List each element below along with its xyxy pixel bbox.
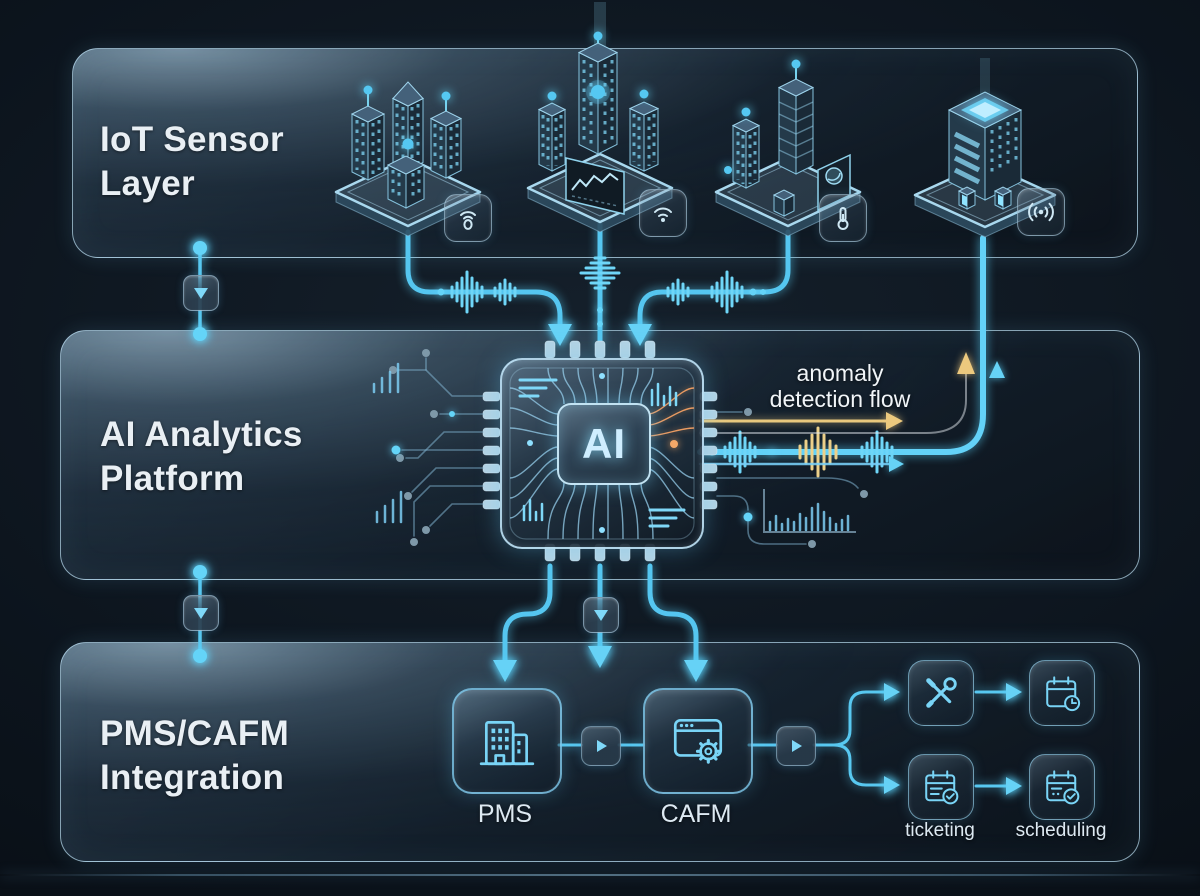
tower bbox=[537, 91, 567, 172]
ai-platform-title-line2: Platform bbox=[100, 459, 245, 498]
ai-chip-die: AI bbox=[557, 403, 651, 485]
flow-play-badge-1 bbox=[581, 726, 621, 766]
tower bbox=[391, 81, 425, 171]
iot-layer-title: IoT Sensor Layer bbox=[100, 118, 284, 206]
wifi-device-icon bbox=[460, 211, 476, 230]
ai-chip-label: AI bbox=[582, 420, 626, 467]
anomaly-flow-wires bbox=[698, 352, 1005, 472]
triangle-down-icon bbox=[194, 288, 208, 299]
anomaly-flow-annotation: anomaly detection flow bbox=[740, 360, 940, 412]
gear-icon bbox=[695, 738, 721, 764]
tower bbox=[628, 89, 660, 172]
pms-node bbox=[452, 688, 562, 794]
tower bbox=[731, 107, 761, 189]
integration-links bbox=[557, 683, 1022, 795]
integration-title: PMS/CAFM Integration bbox=[100, 712, 289, 800]
tower bbox=[350, 85, 386, 181]
sensor-badge-4 bbox=[1017, 188, 1065, 236]
building-icon bbox=[479, 721, 535, 766]
signal-waveforms bbox=[437, 256, 894, 478]
tall-tower bbox=[577, 31, 619, 155]
server-building bbox=[947, 91, 1023, 201]
circuit-traces-right bbox=[716, 477, 868, 548]
circuit-traces-left bbox=[372, 349, 484, 546]
wifi-icon bbox=[654, 207, 672, 222]
tools-icon bbox=[926, 677, 957, 708]
ticketing-node bbox=[908, 754, 974, 820]
billboard-chart bbox=[565, 157, 625, 215]
ticketing-label: ticketing bbox=[905, 820, 975, 841]
scheduling-node bbox=[1029, 754, 1095, 820]
flow-play-badge-2 bbox=[776, 726, 816, 766]
flow-down-badge-top bbox=[183, 275, 219, 311]
cafm-node bbox=[643, 688, 753, 794]
building-cluster-1 bbox=[334, 81, 482, 237]
browser-gear-icon bbox=[673, 718, 723, 764]
low-building bbox=[386, 155, 426, 209]
flow-down-badge-center bbox=[583, 597, 619, 633]
sensor-dot bbox=[724, 166, 732, 174]
triangle-down-icon bbox=[594, 610, 608, 621]
iot-layer-title-line2: Layer bbox=[100, 164, 195, 203]
flow-down-badge-bottom-left bbox=[183, 595, 219, 631]
ai-chip: AI bbox=[500, 358, 704, 549]
stepped-tower bbox=[777, 59, 815, 175]
ai-platform-title: AI Analytics Platform bbox=[100, 413, 303, 501]
floor-highlight-line bbox=[0, 874, 1200, 876]
entrance-cubes bbox=[957, 186, 1013, 210]
calendar-clock-icon bbox=[1046, 676, 1081, 712]
cafm-label: CAFM bbox=[660, 800, 732, 828]
tower bbox=[429, 91, 463, 179]
sensor-dot bbox=[402, 138, 414, 150]
scheduling-label: scheduling bbox=[1015, 820, 1107, 841]
thermometer-icon bbox=[837, 207, 849, 230]
pms-label: PMS bbox=[477, 800, 533, 828]
sensor-badge-3 bbox=[819, 194, 867, 242]
calendar-check-icon bbox=[1046, 770, 1080, 805]
chip-circuitry bbox=[509, 367, 695, 540]
integration-title-line2: Integration bbox=[100, 758, 285, 797]
ai-platform-title-line1: AI Analytics bbox=[100, 415, 303, 454]
play-icon bbox=[597, 740, 607, 752]
work-order-node bbox=[908, 660, 974, 726]
small-cube bbox=[772, 189, 796, 217]
triangle-down-icon bbox=[194, 608, 208, 619]
iot-layer-title-line1: IoT Sensor bbox=[100, 120, 284, 159]
sensor-badge-1 bbox=[444, 194, 492, 242]
anomaly-annotation-line2: detection flow bbox=[769, 386, 911, 412]
schedule-date-node bbox=[1029, 660, 1095, 726]
calendar-check-icon bbox=[925, 770, 959, 805]
broadcast-icon bbox=[1028, 202, 1054, 222]
anomaly-annotation-line1: anomaly bbox=[796, 360, 884, 386]
integration-title-line1: PMS/CAFM bbox=[100, 714, 290, 753]
sensor-badge-2 bbox=[639, 189, 687, 237]
play-icon bbox=[792, 740, 802, 752]
